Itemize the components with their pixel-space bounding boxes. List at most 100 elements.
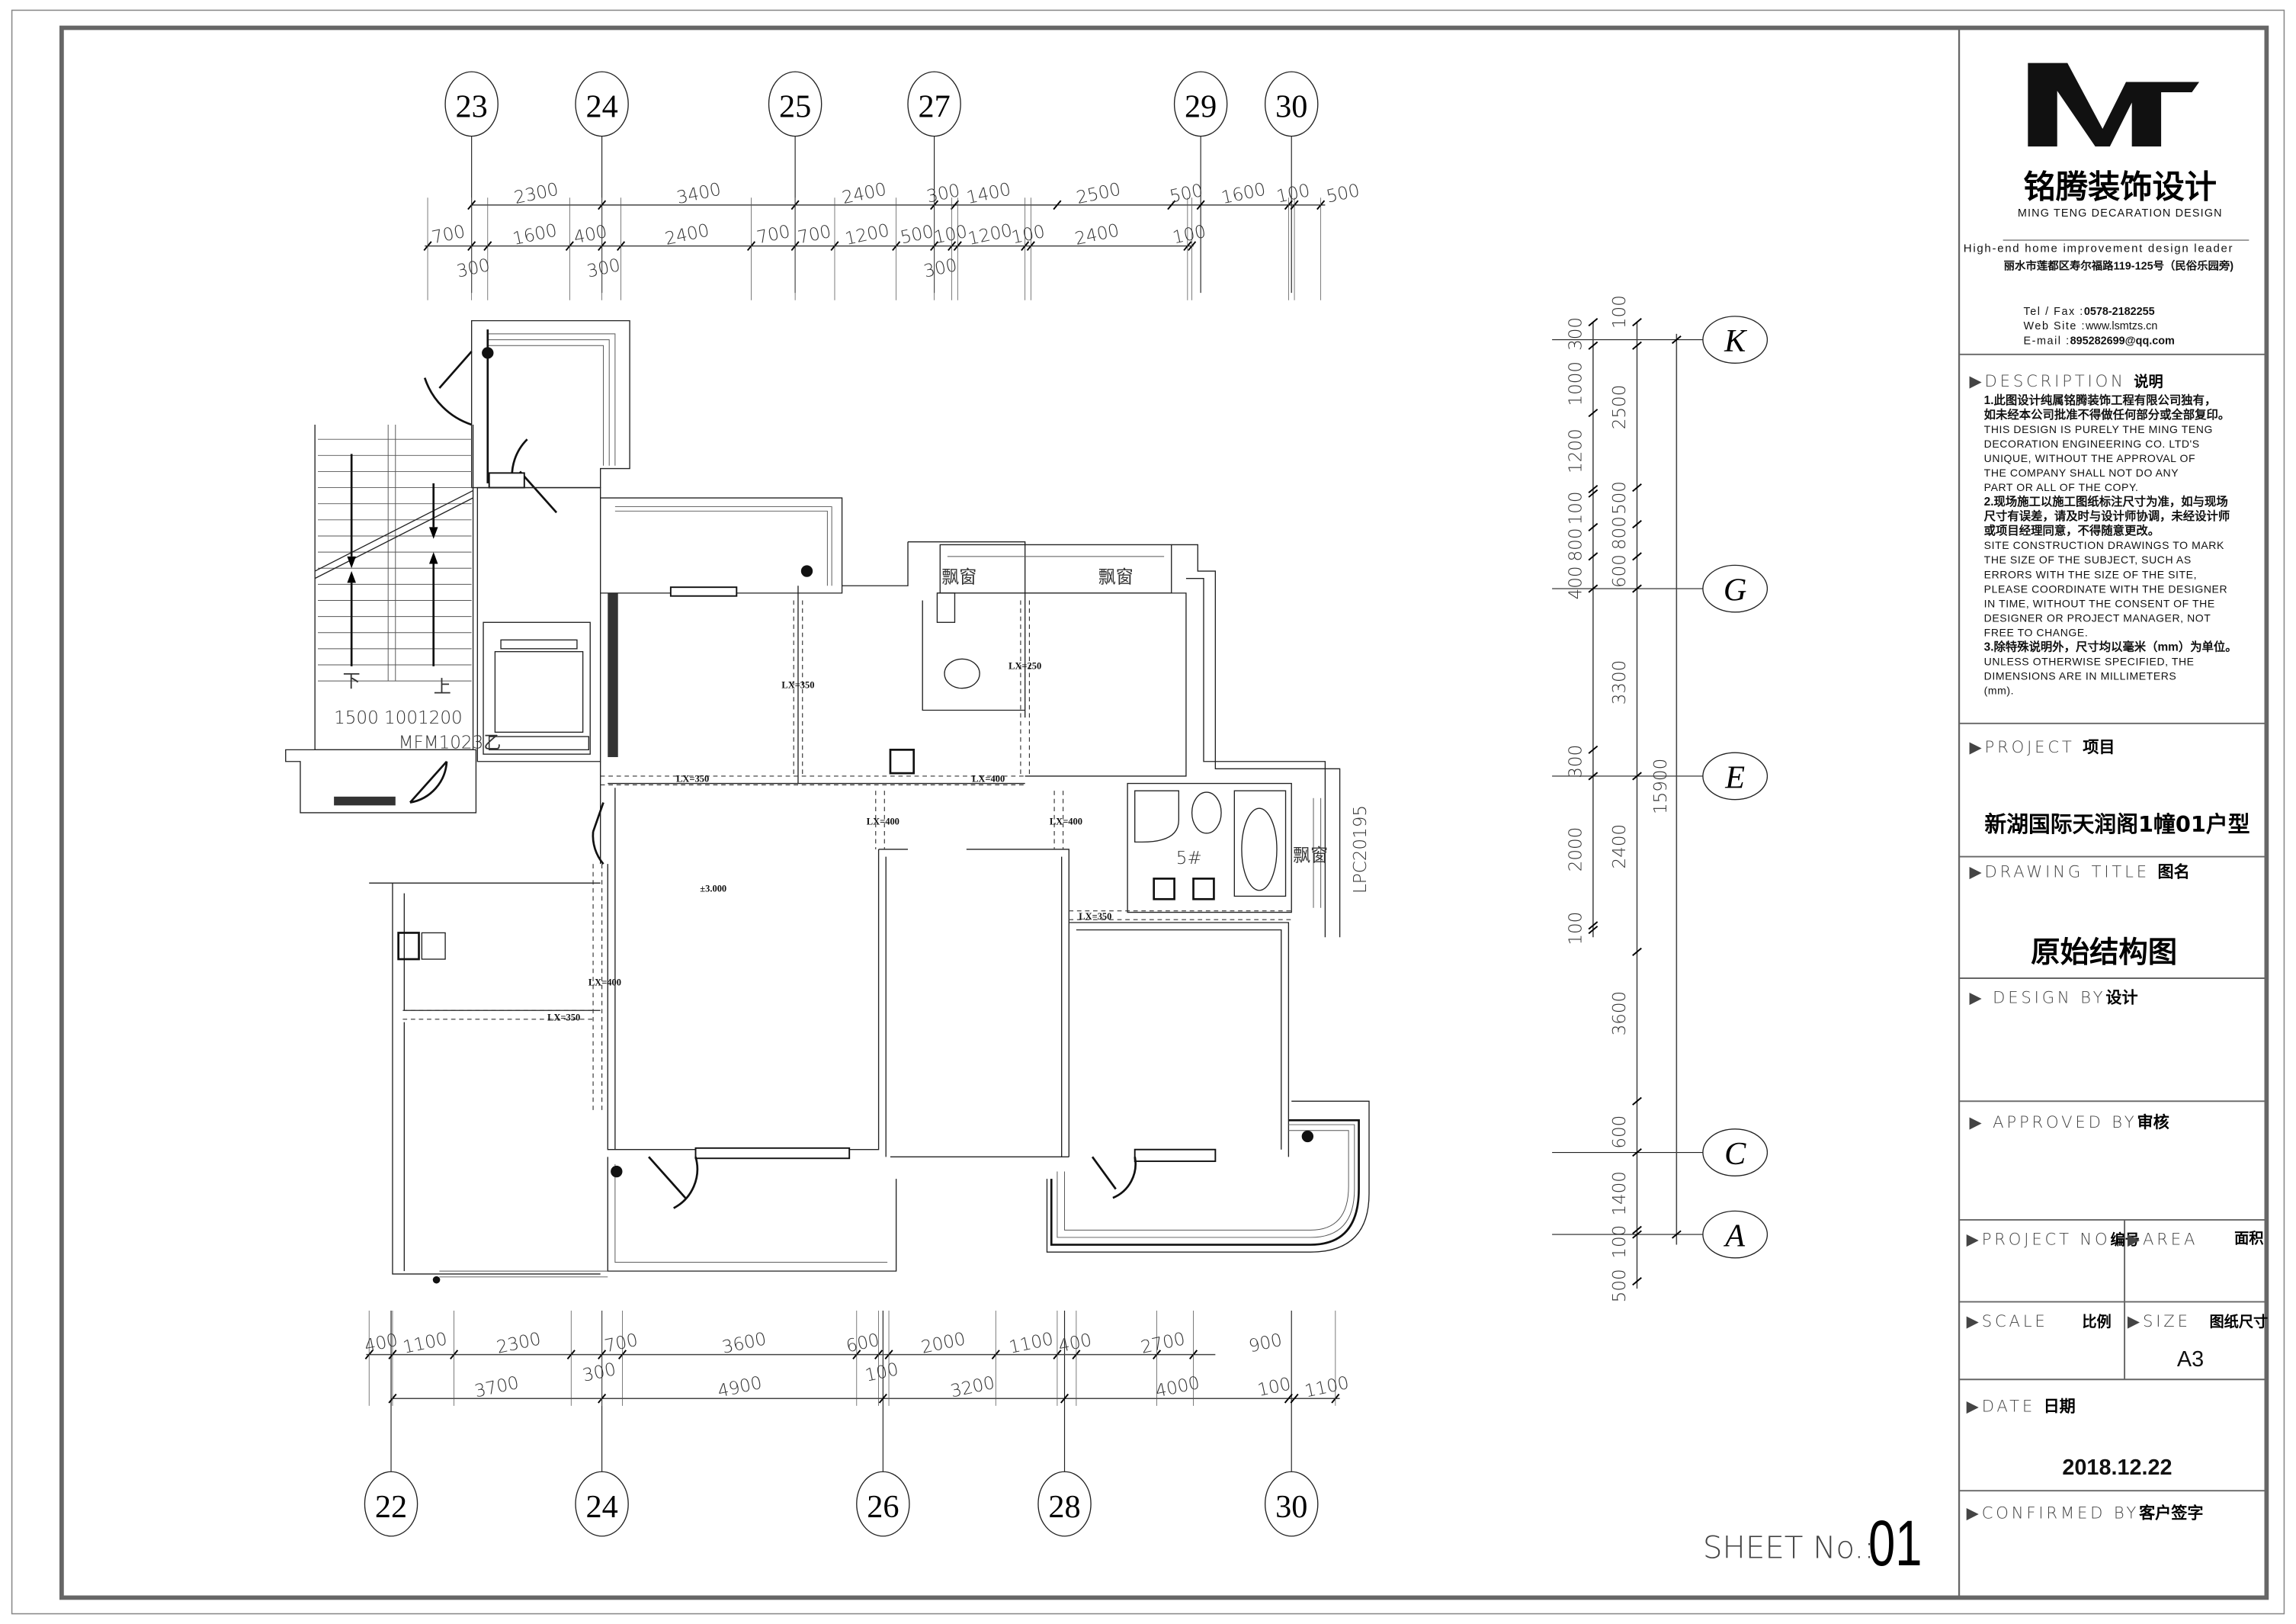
dimension-text-bottom: 3200 bbox=[949, 1373, 997, 1402]
dimension-text-right: 500 bbox=[1610, 481, 1630, 515]
axis-label-bottom: 26 bbox=[867, 1489, 899, 1525]
dimension-text-top: 300 bbox=[585, 255, 622, 282]
bay-window-label: 飘窗 bbox=[1293, 846, 1328, 865]
dimension-text-top: 3400 bbox=[675, 180, 723, 209]
dimension-tick bbox=[1053, 200, 1062, 210]
stair-up-label: 上 bbox=[434, 677, 451, 697]
axis-label-bottom: 30 bbox=[1275, 1489, 1307, 1525]
dimension-text-right: 1400 bbox=[1610, 1171, 1630, 1216]
dimension-text-right: 3300 bbox=[1610, 660, 1630, 705]
beam-lines bbox=[402, 600, 1292, 1113]
top-balcony bbox=[600, 497, 843, 597]
dimension-text-top: 100 bbox=[1275, 181, 1311, 207]
website: Web Site :www.lsmtzs.cn bbox=[2024, 320, 2158, 332]
description-line: DIMENSIONS ARE IN MILLIMETERS bbox=[1984, 669, 2177, 682]
description-line: UNLESS OTHERWISE SPECIFIED, THE bbox=[1984, 655, 2195, 667]
beam-label: LX=400 bbox=[588, 977, 621, 988]
title-block: 铭腾装饰设计 MING TENG DECARATION DESIGN High-… bbox=[1703, 27, 2268, 1598]
dimension-tick bbox=[878, 1393, 887, 1404]
dimension-text-top: 300 bbox=[922, 255, 959, 282]
description-line: DESIGNER OR PROJECT MANAGER, NOT bbox=[1984, 611, 2211, 624]
description-line: SITE CONSTRUCTION DRAWINGS TO MARK bbox=[1984, 539, 2224, 551]
axis-label-right: K bbox=[1724, 323, 1747, 359]
bedroom-north bbox=[1025, 544, 1341, 938]
dimension-text-top: 1400 bbox=[965, 180, 1013, 209]
description-line: IN TIME, WITHOUT THE CONSENT OF THE bbox=[1984, 597, 2215, 609]
dimension-text-right: 600 bbox=[1610, 554, 1630, 588]
entry-vestibule bbox=[423, 319, 630, 514]
floor-plan: LX=350LX=350LX=400LX=250LX=400LX=400LX=4… bbox=[285, 319, 1371, 1284]
dimension-text-total: 15900 bbox=[1651, 759, 1671, 814]
dimension-tick bbox=[1167, 200, 1176, 210]
beam-label: LX=400 bbox=[867, 816, 899, 826]
dimension-text-top: 100 bbox=[932, 222, 969, 249]
dimension-text-right: 2000 bbox=[1566, 827, 1586, 872]
scale-label: ▶SCALE bbox=[1967, 1311, 2048, 1330]
dimension-text-top: 500 bbox=[1168, 181, 1204, 207]
dimension-text-top: 2300 bbox=[512, 180, 560, 209]
axis-bubble bbox=[1264, 1471, 1319, 1537]
slogan: High-end home improvement design leader bbox=[1964, 242, 2233, 255]
hatched-wall-strip bbox=[608, 592, 618, 757]
drain-icon bbox=[482, 347, 494, 359]
axis-bubble bbox=[768, 71, 823, 137]
axis-bubble bbox=[575, 1471, 629, 1537]
inner-frame bbox=[59, 25, 2269, 1600]
dimension-text-top: 2400 bbox=[840, 180, 888, 209]
dimension-text-bottom: 700 bbox=[603, 1330, 640, 1357]
beam-label: LX=350 bbox=[676, 774, 709, 785]
dimension-text-bottom: 2700 bbox=[1139, 1329, 1187, 1358]
dimension-tick bbox=[1588, 341, 1599, 350]
confirmed-by-label: ▶CONFIRMED BY客户签字 bbox=[1967, 1504, 2204, 1523]
dimension-text-bottom: 100 bbox=[1255, 1374, 1292, 1401]
description-line: 或项目经理同意，不得随意更改。 bbox=[1984, 523, 2160, 538]
dimension-text-top: 1600 bbox=[511, 220, 559, 249]
dimension-text-right: 800 bbox=[1566, 528, 1586, 561]
basin-icon bbox=[936, 592, 956, 623]
dimension-text-bottom: 1100 bbox=[1007, 1329, 1055, 1358]
axis-label-right: E bbox=[1724, 759, 1745, 795]
dimension-tick bbox=[1632, 772, 1642, 781]
dimension-tick bbox=[1632, 341, 1642, 350]
dimension-tick bbox=[1671, 335, 1682, 345]
outer-border bbox=[11, 9, 2285, 1615]
description-label: ▶DESCRIPTION 说明 bbox=[1969, 371, 2163, 390]
dimension-tick bbox=[1588, 522, 1599, 531]
dimension-tick bbox=[1588, 318, 1599, 327]
dimension-text-top: 300 bbox=[455, 255, 492, 282]
dimension-tick bbox=[1632, 947, 1642, 956]
axis-bubble bbox=[1264, 71, 1319, 137]
south-balcony bbox=[607, 1147, 897, 1272]
drawing-title-label: ▶DRAWING TITLE 图名 bbox=[1969, 862, 2189, 881]
east-balcony bbox=[1046, 1100, 1370, 1253]
dimension-text-top: 500 bbox=[899, 222, 935, 249]
dimension-text-right: 400 bbox=[1566, 566, 1586, 599]
size-value: A3 bbox=[2177, 1347, 2204, 1372]
window-code: LPC20195 bbox=[1351, 805, 1371, 894]
dimension-tick bbox=[1632, 1225, 1642, 1234]
dimension-tick bbox=[950, 200, 960, 210]
axis-bubble bbox=[1037, 1471, 1092, 1537]
dimension-text-bottom: 1100 bbox=[1303, 1373, 1351, 1402]
company-name-cn: 铭腾装饰设计 bbox=[2024, 168, 2217, 205]
stair-dimensions: 1500 1001200 bbox=[334, 708, 463, 728]
dimension-tick bbox=[1632, 1148, 1642, 1157]
door-swing bbox=[423, 351, 473, 426]
dimension-text-bottom: 600 bbox=[845, 1330, 881, 1357]
dimension-text-right: 2400 bbox=[1610, 824, 1630, 869]
dimension-text-bottom: 4900 bbox=[716, 1373, 764, 1402]
dimension-text-bottom: 300 bbox=[581, 1359, 617, 1386]
dimension-text-right: 1000 bbox=[1566, 361, 1586, 406]
dimension-text-right: 3600 bbox=[1610, 991, 1630, 1036]
dimension-text-right: 100 bbox=[1610, 295, 1630, 329]
beam-label: LX=400 bbox=[972, 774, 1005, 785]
dimension-tick bbox=[1632, 318, 1642, 327]
design-by-label: ▶ DESIGN BY设计 bbox=[1969, 988, 2137, 1007]
description-line: 2.现场施工以施工图纸标注尺寸为准，如与现场 bbox=[1984, 494, 2228, 509]
dimension-text-right: 100 bbox=[1610, 1225, 1630, 1259]
axis-bubble bbox=[1173, 71, 1228, 137]
axis-label-top: 24 bbox=[585, 89, 617, 125]
axis-bubble bbox=[1702, 1210, 1768, 1259]
axis-label-bottom: 22 bbox=[375, 1489, 407, 1525]
